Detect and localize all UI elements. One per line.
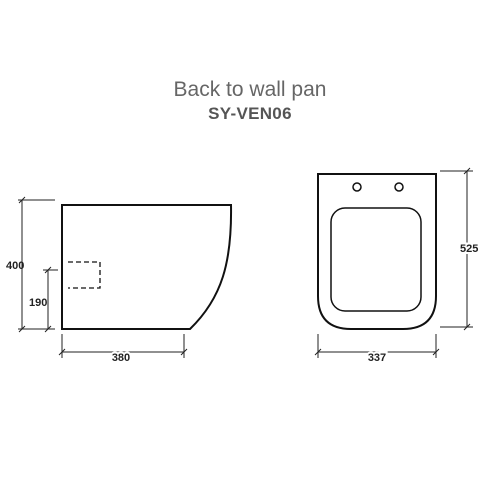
- width-dimension: [314, 334, 440, 358]
- pan-side-outline: [61, 204, 233, 330]
- model-code: SY-VEN06: [208, 104, 292, 123]
- side-view: 400 190 380: [6, 196, 233, 366]
- depth-dimension: [58, 334, 188, 358]
- drawing-title: Back to wall pan: [173, 78, 327, 101]
- height-dimension: [18, 196, 55, 333]
- length-label: 525: [460, 243, 478, 255]
- depth-label: 380: [112, 352, 130, 364]
- top-view: 525 337: [314, 167, 480, 366]
- seat-fixing-hole-right: [394, 182, 404, 192]
- inlet-dashed-outline: [68, 261, 101, 289]
- pan-top-outline: [317, 173, 437, 330]
- seat-fixing-hole-left: [352, 182, 362, 192]
- height-label: 400: [6, 260, 24, 272]
- length-dimension: [440, 167, 473, 331]
- inlet-height-label: 190: [29, 297, 47, 309]
- width-label: 337: [368, 352, 386, 364]
- inlet-height-dimension: [43, 266, 58, 333]
- bowl-opening: [330, 207, 422, 312]
